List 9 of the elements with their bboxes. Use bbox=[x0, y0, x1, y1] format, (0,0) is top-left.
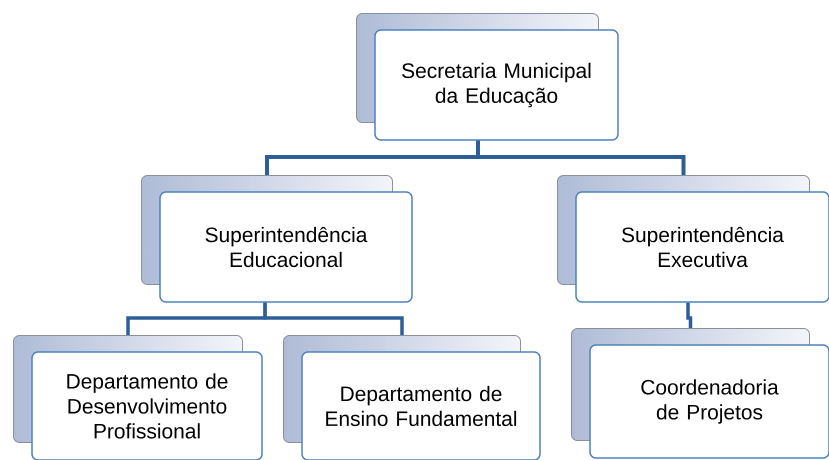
org-box: Departamento de Desenvolvimento Profissional bbox=[13, 335, 263, 460]
connector-line bbox=[476, 140, 686, 175]
org-box: Secretaria Municipal da Educação bbox=[356, 13, 619, 141]
org-box: Superintendência Executiva bbox=[557, 175, 829, 303]
connector-line bbox=[263, 302, 404, 335]
org-box: Departamento de Ensino Fundamental bbox=[283, 335, 541, 460]
connector-line bbox=[686, 302, 692, 328]
org-box: Coordenadoria de Projetos bbox=[571, 328, 829, 459]
org-box: Superintendência Educacional bbox=[141, 175, 413, 303]
